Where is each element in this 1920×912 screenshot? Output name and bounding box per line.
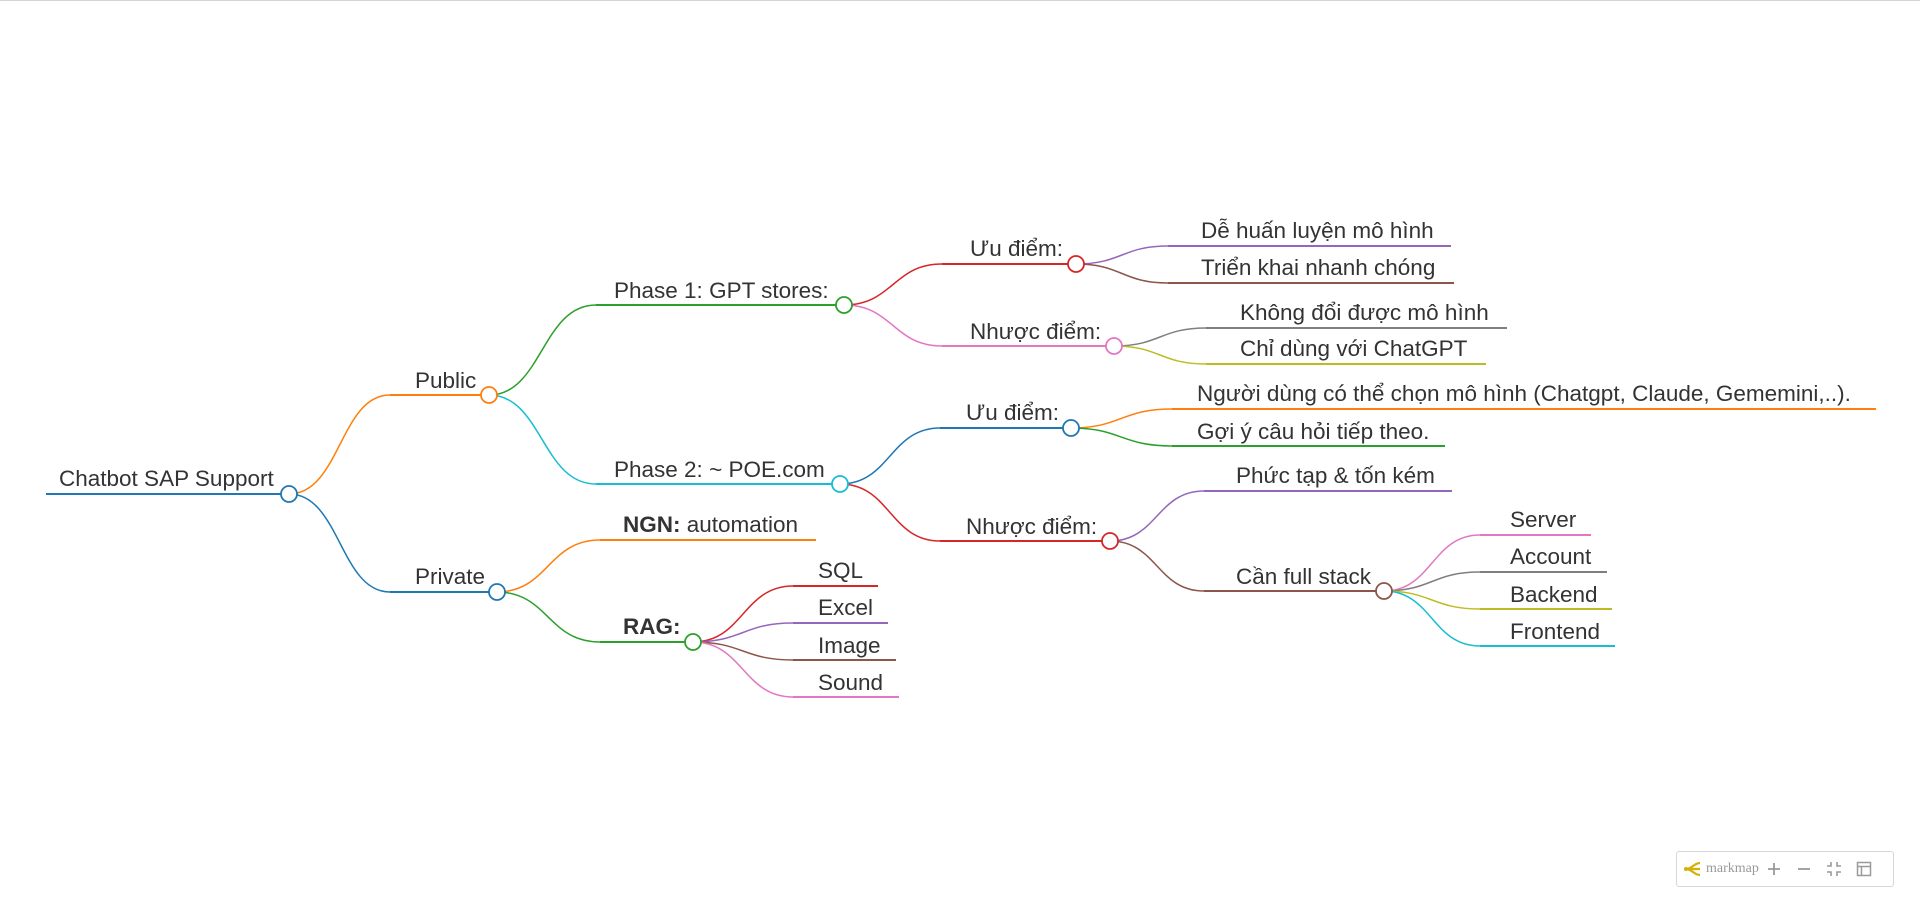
toggle-p1-cons[interactable] [1105, 337, 1123, 355]
zoom-in-button[interactable] [1759, 854, 1789, 884]
node-p1-pro1-label: Dễ huấn luyện mô hình [1201, 218, 1434, 243]
node-ngn-label: NGN: automation [623, 512, 798, 537]
link-p2pros-1 [1070, 408, 1173, 429]
mindmap-underlines [46, 245, 1876, 698]
link-phase1-pros [843, 263, 943, 306]
node-rag-sound-label: Sound [818, 670, 883, 695]
node-p2-pro1-label: Người dùng có thể chọn mô hình (Chatgpt,… [1197, 381, 1851, 406]
link-root-private [288, 493, 391, 593]
toggle-private[interactable] [488, 583, 506, 601]
node-fs-server-label: Server [1510, 507, 1577, 532]
node-fs-account-label: Account [1510, 544, 1592, 569]
plus-icon [1767, 863, 1780, 875]
link-p1cons-1 [1113, 327, 1207, 347]
link-phase1-cons [843, 304, 943, 347]
toggle-rag[interactable] [684, 633, 702, 651]
node-p2-con2-label: Cần full stack [1236, 564, 1372, 589]
toggle-p2-pros[interactable] [1062, 419, 1080, 437]
toggle-public[interactable] [480, 386, 498, 404]
node-rag-excel-label: Excel [818, 595, 873, 620]
toggle-phase1[interactable] [835, 296, 853, 314]
node-public-label: Public [415, 368, 476, 393]
mindmap-links [288, 245, 1481, 698]
node-ngn-bold: NGN: [623, 512, 681, 537]
link-p1pros-2 [1075, 263, 1169, 284]
markmap-logo-icon [1684, 861, 1701, 877]
node-phase2-label: Phase 2: ~ POE.com [614, 457, 825, 482]
node-p1-cons-label: Nhược điểm: [970, 319, 1101, 344]
node-p2-cons-label: Nhược điểm: [966, 514, 1097, 539]
fit-window-button[interactable] [1819, 854, 1849, 884]
link-p1pros-1 [1075, 245, 1169, 265]
link-public-phase2 [488, 394, 597, 485]
mindmap-labels: Chatbot SAP Support Public Private Phase… [59, 218, 1851, 695]
link-rag-sound [692, 641, 794, 698]
link-p2cons-1 [1109, 490, 1205, 542]
top-border-line [0, 0, 1920, 1]
link-p2pros-2 [1070, 427, 1173, 447]
link-fs-server [1383, 534, 1481, 592]
link-p1cons-2 [1113, 345, 1207, 365]
link-public-phase1 [488, 304, 597, 396]
node-private-label: Private [415, 564, 485, 589]
link-private-ngn [496, 539, 601, 593]
node-p1-pro2-label: Triển khai nhanh chóng [1201, 255, 1435, 280]
node-phase1-label: Phase 1: GPT stores: [614, 278, 829, 303]
node-p1-con1-label: Không đổi được mô hình [1240, 300, 1489, 325]
minus-icon [1797, 868, 1810, 870]
node-ngn-rest: automation [681, 512, 799, 537]
node-rag-label: RAG: [623, 614, 681, 639]
node-p2-con1-label: Phức tạp & tốn kém [1236, 463, 1435, 488]
node-p2-pro2-label: Gợi ý câu hỏi tiếp theo. [1197, 419, 1429, 444]
link-root-public [288, 394, 391, 495]
link-rag-image [692, 641, 794, 661]
node-p1-pros-label: Ưu điểm: [970, 236, 1063, 261]
node-rag-image-label: Image [818, 633, 881, 658]
toggle-phase2[interactable] [831, 475, 849, 493]
zoom-out-button[interactable] [1789, 854, 1819, 884]
node-root-label: Chatbot SAP Support [59, 466, 274, 491]
toggle-p2-cons[interactable] [1101, 532, 1119, 550]
link-fs-frontend [1383, 590, 1481, 647]
node-p1-con2-label: Chỉ dùng với ChatGPT [1240, 336, 1468, 361]
toggle-recursive-icon [1856, 861, 1872, 877]
link-fs-account [1383, 571, 1481, 592]
toggle-recursive-button[interactable] [1849, 854, 1879, 884]
toggle-full-stack[interactable] [1375, 582, 1393, 600]
fit-screen-icon [1826, 862, 1841, 876]
node-fs-backend-label: Backend [1510, 582, 1598, 607]
markmap-brand-label: markmap [1706, 861, 1759, 876]
link-private-rag [496, 591, 601, 643]
link-phase2-pros [839, 427, 941, 485]
link-fs-backend [1383, 590, 1481, 610]
link-rag-sql [692, 585, 794, 643]
markmap-brand-link[interactable]: markmap [1683, 860, 1759, 878]
link-rag-excel [692, 622, 794, 643]
node-p2-pros-label: Ưu điểm: [966, 400, 1059, 425]
mindmap-toggle-circles[interactable] [280, 255, 1393, 651]
link-phase2-cons [839, 483, 941, 542]
node-rag-sql-label: SQL [818, 558, 863, 583]
node-fs-frontend-label: Frontend [1510, 619, 1600, 644]
markmap-toolbar: markmap [1676, 851, 1894, 887]
link-p2cons-2 [1109, 540, 1205, 592]
toggle-p1-pros[interactable] [1067, 255, 1085, 273]
toggle-root[interactable] [280, 485, 298, 503]
